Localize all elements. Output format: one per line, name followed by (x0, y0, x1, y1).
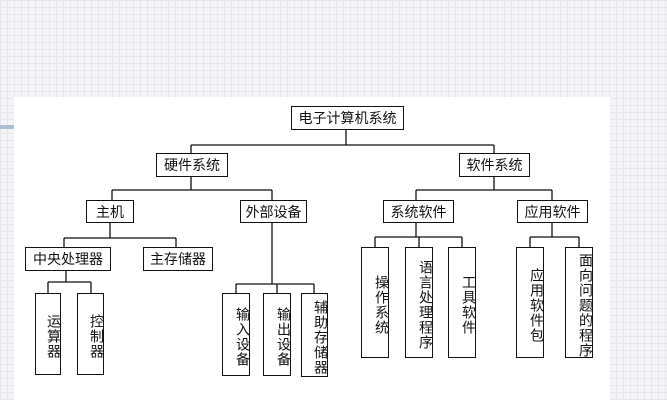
node-cpu: 中央处理器 (25, 247, 111, 271)
node-controller: 控制器 (77, 293, 104, 375)
node-application-packages: 应用软件包 (516, 247, 544, 358)
node-output-devices: 输出设备 (263, 293, 291, 376)
node-problem-oriented-programs: 面向问题的程序 (565, 247, 593, 358)
connector-software (415, 177, 552, 200)
node-alu: 运算器 (35, 293, 61, 375)
node-input-devices: 输入设备 (222, 293, 250, 376)
connector-system-software (374, 223, 463, 247)
connector-hardware (111, 177, 273, 200)
connector-cpu (47, 271, 92, 293)
connector-peripherals (235, 223, 315, 293)
node-hardware-system: 硬件系统 (156, 153, 228, 177)
node-tool-software: 工具软件 (448, 247, 476, 358)
node-application-software: 应用软件 (517, 200, 588, 223)
node-system-software: 系统软件 (383, 200, 454, 223)
node-computer-system: 电子计算机系统 (291, 106, 404, 130)
connector-root (190, 130, 495, 153)
connector-application-software (529, 223, 580, 247)
node-host: 主机 (86, 200, 134, 223)
node-operating-system: 操作系统 (361, 247, 389, 358)
connector-host (63, 223, 177, 247)
node-auxiliary-storage: 辅助存储器 (301, 293, 328, 377)
node-software-system: 软件系统 (459, 153, 530, 177)
node-peripherals: 外部设备 (240, 200, 307, 223)
node-main-memory: 主存储器 (143, 247, 213, 271)
node-language-processors: 语言处理程序 (405, 247, 433, 358)
